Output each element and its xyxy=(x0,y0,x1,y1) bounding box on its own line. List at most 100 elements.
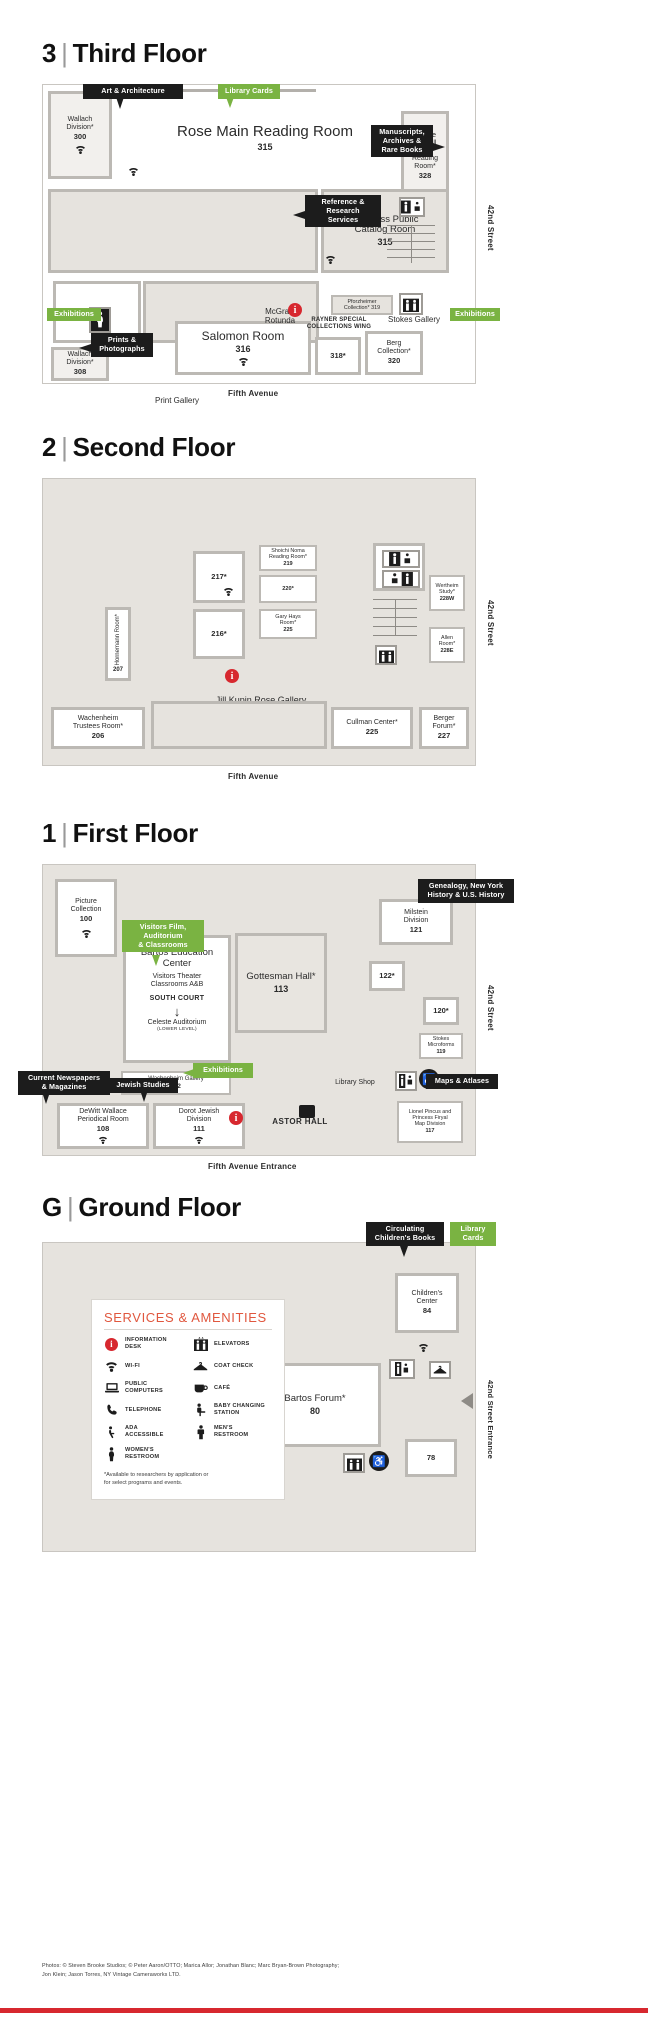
callout-maps-atlases[interactable]: Maps & Atlases xyxy=(426,1074,498,1089)
womens-restroom-icon xyxy=(104,1446,119,1461)
floor-number-second: 2 xyxy=(42,432,57,462)
legend-title: SERVICES & AMENITIES xyxy=(104,1310,267,1325)
floor-title-ground: G|Ground Floor xyxy=(42,1192,241,1222)
callout-label: Exhibitions xyxy=(54,309,94,318)
room-childrens-center-84[interactable]: Children's Center 84 xyxy=(395,1273,459,1333)
room-hornemann-207[interactable]: Hornemann Room* 207 xyxy=(105,607,131,681)
callout-prints-photographs[interactable]: Prints & Photographs xyxy=(91,333,153,357)
room-berg-320[interactable]: Berg Collection* 320 xyxy=(365,331,423,375)
room-122[interactable]: 122* xyxy=(369,961,405,991)
room-label: McGraw Rotunda xyxy=(264,307,296,326)
callout-current-newspapers[interactable]: Current Newspapers & Magazines xyxy=(18,1071,110,1095)
room-wachenheim-trustees-206[interactable]: Wachenheim Trustees Room* 206 xyxy=(51,707,145,749)
room-number: 228W xyxy=(439,596,455,603)
street-label-fifth-1: Fifth Avenue Entrance xyxy=(208,1162,297,1171)
photo-credits: Photos: © Steven Brooke Studios; © Peter… xyxy=(42,1963,340,1979)
room-stokes-microforms-119[interactable]: Stokes Microforms 119 xyxy=(419,1033,463,1059)
room-wertheim-228w[interactable]: Wertheim Study* 228W xyxy=(429,575,465,611)
wifi-icon xyxy=(223,587,234,596)
room-map-division-117[interactable]: Lionel Pincus and Princess Firyal Map Di… xyxy=(397,1101,463,1143)
floor-title-second: 2|Second Floor xyxy=(42,432,236,462)
callout-jewish-studies[interactable]: Jewish Studies xyxy=(108,1078,178,1093)
stairs-icon xyxy=(387,225,435,263)
label-library-shop[interactable]: Library Shop xyxy=(319,1079,391,1087)
room-217[interactable]: 217* xyxy=(193,551,245,603)
restroom-icon xyxy=(382,550,420,568)
floor-title-third: 3|Third Floor xyxy=(42,38,207,68)
room-mcgraw-rotunda[interactable]: McGraw Rotunda xyxy=(239,307,321,325)
callout-library-cards-3[interactable]: Library Cards xyxy=(218,84,280,99)
room-wallach-300[interactable]: Wallach Division* 300 xyxy=(48,91,112,179)
room-120[interactable]: 120* xyxy=(423,997,459,1025)
wifi-icon xyxy=(81,929,92,939)
floor-name-second: Second Floor xyxy=(72,432,236,462)
label-astor-hall: ASTOR HALL xyxy=(255,1117,345,1126)
room-number: 225 xyxy=(365,727,379,737)
room-label: DeWitt Wallace Periodical Room xyxy=(77,1107,129,1123)
room-gary-hays-225[interactable]: Gary Hays Room* 225 xyxy=(259,609,317,639)
label-jill-kupin-rose-gallery[interactable]: Jill Kupin Rose Gallery xyxy=(171,695,351,705)
callout-exhibitions-3-left[interactable]: Exhibitions xyxy=(47,308,101,321)
room-dewitt-wallace-108[interactable]: DeWitt Wallace Periodical Room 108 xyxy=(57,1103,149,1149)
room-rose-main-reading-room[interactable]: Rose Main Reading Room 315 xyxy=(155,123,375,153)
room-label: Gary Hays Room* xyxy=(275,614,301,627)
floor-section-third: 3|Third Floor xyxy=(0,38,648,69)
callout-circulating-childrens-books[interactable]: Circulating Children's Books xyxy=(366,1222,444,1246)
restroom-icon xyxy=(389,1359,415,1379)
elevators-icon xyxy=(193,1337,208,1351)
room-salomon-316[interactable]: Salomon Room 316 xyxy=(175,321,311,375)
label-text: Print Gallery xyxy=(154,396,199,405)
street-text: Fifth Avenue Entrance xyxy=(208,1162,297,1171)
callout-pointer xyxy=(79,344,91,352)
plan-first-floor: Picture Collection 100 Bartos Education … xyxy=(42,864,476,1156)
legend-label: MEN'S RESTROOM xyxy=(214,1425,249,1438)
callout-pointer xyxy=(140,1090,148,1102)
callout-manuscripts[interactable]: Manuscripts, Archives & Rare Books xyxy=(371,125,433,158)
callout-exhibitions-3-right[interactable]: Exhibitions xyxy=(450,308,500,321)
label-text: RAYNER SPECIAL COLLECTIONS WING xyxy=(306,317,372,330)
public-computers-icon xyxy=(104,1381,119,1395)
legend-label: ELEVATORS xyxy=(214,1340,250,1347)
callout-exhibitions-1[interactable]: Exhibitions xyxy=(193,1063,253,1078)
label-print-gallery[interactable]: Print Gallery xyxy=(139,396,215,405)
callout-label: Library Cards xyxy=(460,1224,486,1242)
room-318[interactable]: 318* xyxy=(315,337,361,375)
room-shoichi-noma-219[interactable]: Shoichi Noma Reading Room* 219 xyxy=(259,545,317,571)
callout-genealogy[interactable]: Genealogy, New York History & U.S. Histo… xyxy=(418,879,514,903)
callout-art-architecture[interactable]: Art & Architecture xyxy=(83,84,183,99)
callout-pointer xyxy=(226,97,234,108)
room-220[interactable]: 220* xyxy=(259,575,317,603)
room-milstein-division-121[interactable]: Milstein Division 121 xyxy=(379,899,453,945)
room-berger-forum-227[interactable]: Berger Forum* 227 xyxy=(419,707,469,749)
label-stokes-gallery[interactable]: Stokes Gallery xyxy=(375,315,453,324)
wifi-icon xyxy=(238,357,249,367)
floor-name-third: Third Floor xyxy=(72,38,207,68)
legend-column-right: ELEVATORS COAT CHECK CAFÉ xyxy=(193,1337,272,1469)
legend-item-elevators: ELEVATORS xyxy=(193,1337,272,1351)
room-pforzheimer-319[interactable]: Pforzheimer Collection* 319 xyxy=(331,295,393,315)
street-label-42nd-1: 42nd Street xyxy=(486,985,495,1031)
room-allen-228e[interactable]: Allen Room* 228E xyxy=(429,627,465,663)
legend-label: PUBLIC COMPUTERS xyxy=(125,1381,163,1394)
telephone-icon xyxy=(104,1403,119,1417)
information-desk-icon[interactable]: i xyxy=(288,303,302,317)
room-78[interactable]: 78 xyxy=(405,1439,457,1477)
room-wallach-308[interactable]: Wallach Division* 308 xyxy=(51,347,109,381)
callout-library-cards-g[interactable]: Library Cards xyxy=(450,1222,496,1246)
room-dorot-jewish-division-111[interactable]: Dorot Jewish Division 111 xyxy=(153,1103,245,1149)
legend-footnote: *Available to researchers by application… xyxy=(104,1472,209,1487)
label-celeste-auditorium: Celeste Auditorium xyxy=(147,1019,207,1027)
room-216[interactable]: 216* xyxy=(193,609,245,659)
label-celeste-level: (LOWER LEVEL) xyxy=(157,1026,197,1032)
street-text: 42nd Street xyxy=(486,205,495,251)
room-picture-collection-100[interactable]: Picture Collection 100 xyxy=(55,879,117,957)
room-gottesman-hall-113[interactable]: Gottesman Hall* 113 xyxy=(235,933,327,1033)
callout-reference-research[interactable]: Reference & Research Services xyxy=(305,195,381,228)
information-desk-icon[interactable]: i xyxy=(225,669,239,683)
room-cullman-center-225[interactable]: Cullman Center* 225 xyxy=(331,707,413,749)
information-desk-icon[interactable]: i xyxy=(229,1111,243,1125)
room-number: 227 xyxy=(437,731,451,741)
room-bartos-education-center[interactable]: Bartos Education Center Visitors Theater… xyxy=(123,935,231,1063)
room-number: 316 xyxy=(235,344,251,355)
callout-visitors-film[interactable]: Visitors Film, Auditorium & Classrooms xyxy=(122,920,204,953)
